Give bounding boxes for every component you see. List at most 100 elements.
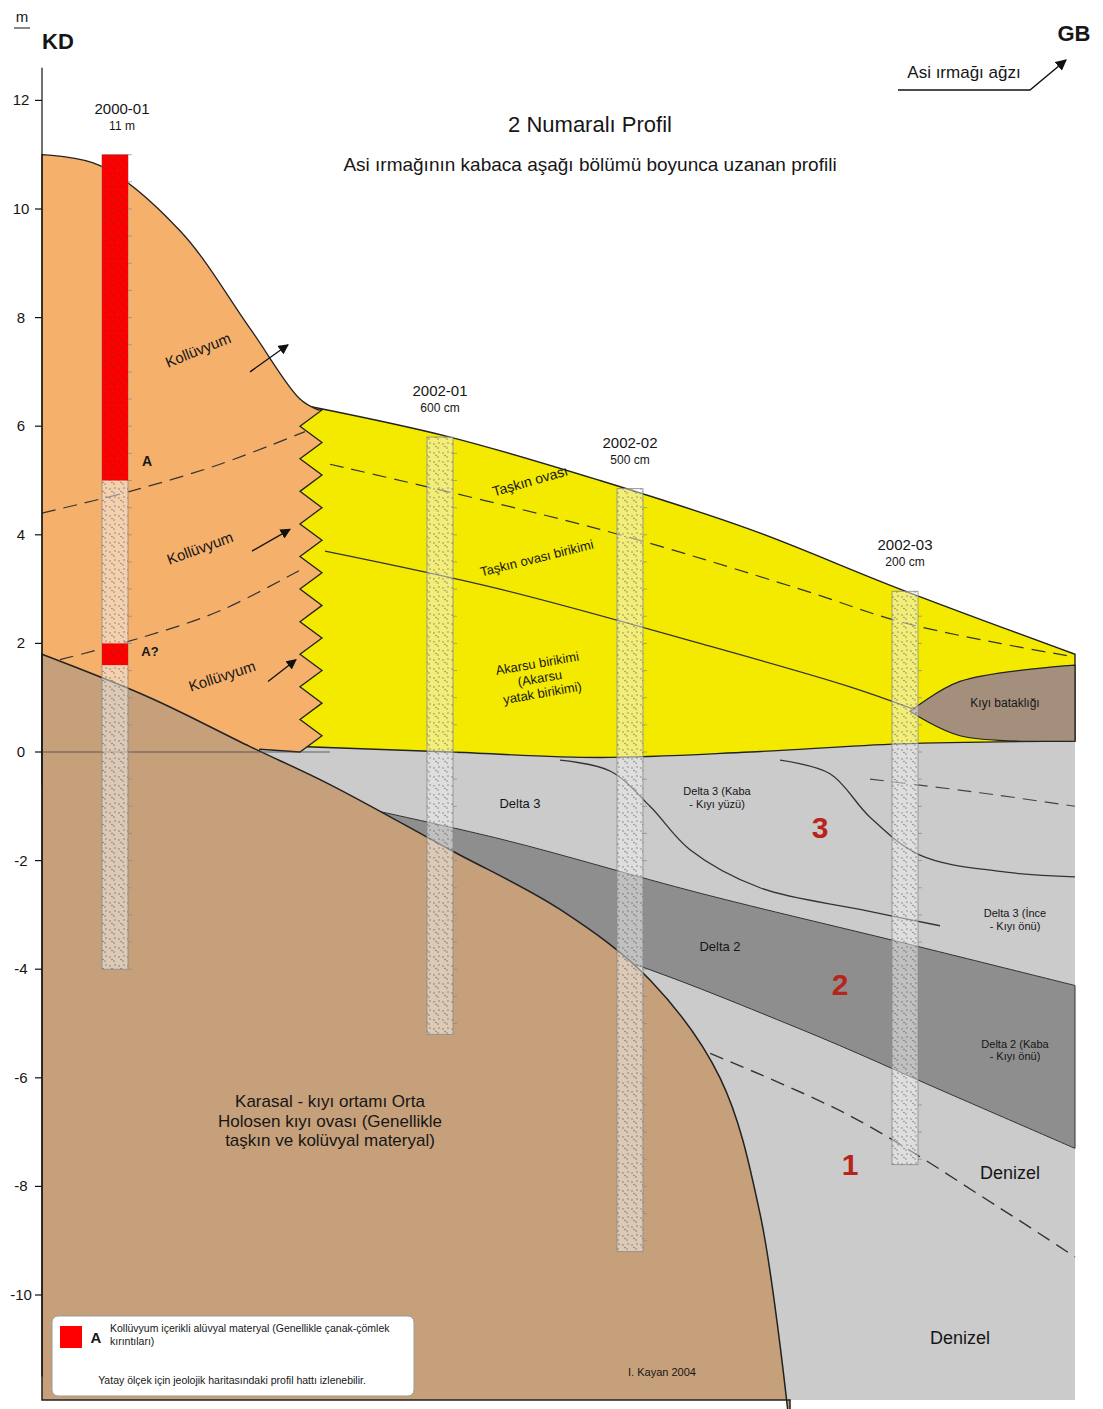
- core-tick: [643, 507, 647, 508]
- core-tick: [643, 697, 647, 698]
- unit-label: Karasal - kıyı ortamı Orta Holosen kıyı …: [210, 1092, 451, 1151]
- core-tick: [918, 1132, 922, 1133]
- axis-tick: [35, 317, 42, 318]
- flow-arrow: [252, 529, 290, 551]
- core-tick: [453, 1023, 457, 1024]
- core-tick: [643, 616, 647, 617]
- core-tick: [643, 1050, 647, 1051]
- core-tick: [918, 1023, 922, 1024]
- place-label: Asi ırmağı ağzı: [907, 63, 1020, 83]
- core-texture: [102, 155, 128, 970]
- core-tick: [643, 1159, 647, 1160]
- core-column: [617, 489, 643, 1252]
- core-tick: [453, 996, 457, 997]
- axis-tick: [35, 534, 42, 535]
- core-tick: [453, 969, 457, 970]
- axis-label: 4: [17, 526, 25, 543]
- core-tick: [128, 860, 132, 861]
- core-tick: [128, 507, 132, 508]
- core-tick: [128, 833, 132, 834]
- direction-label: GB: [1058, 21, 1091, 46]
- core-tick: [453, 480, 457, 481]
- core-tick: [643, 534, 647, 535]
- core-tick: [643, 1132, 647, 1133]
- core-column: [102, 155, 128, 970]
- axis-tick: [35, 1077, 42, 1078]
- callout-number: 3: [812, 811, 829, 846]
- axis-label: 8: [17, 309, 25, 326]
- core-tick: [453, 589, 457, 590]
- axis-tick: [35, 860, 42, 861]
- core-tick: [128, 697, 132, 698]
- core-tick: [453, 752, 457, 753]
- core-tick: [643, 643, 647, 644]
- marker-letter: A?: [141, 644, 158, 659]
- core-tick: [918, 860, 922, 861]
- unit-label: Kıyı bataklığı: [970, 697, 1039, 711]
- core-tick: [918, 942, 922, 943]
- unit-label: Delta 3: [499, 796, 540, 811]
- core-tick: [643, 589, 647, 590]
- core-tick: [453, 670, 457, 671]
- core-tick: [643, 969, 647, 970]
- core-tick: [128, 263, 132, 264]
- core-depth: 600 cm: [420, 402, 459, 416]
- axis-label: 6: [17, 418, 25, 435]
- core-tick: [128, 643, 132, 644]
- core-tick: [453, 697, 457, 698]
- delta-line: [780, 760, 1075, 877]
- core-tick: [453, 643, 457, 644]
- unit-label: Delta 2 (Kaba - Kıyı önü): [979, 1038, 1051, 1063]
- core-tick: [643, 887, 647, 888]
- core-depth: 500 cm: [610, 454, 649, 468]
- core-name: 2002-03: [877, 537, 932, 554]
- core-tick: [128, 616, 132, 617]
- core-column: [427, 437, 453, 1034]
- axis-underline: [14, 28, 30, 29]
- core-tick: [918, 806, 922, 807]
- core-tick: [918, 1104, 922, 1105]
- fluvial-unit: [300, 404, 1075, 757]
- core-tick: [128, 371, 132, 372]
- pointer-arrow: [898, 60, 1066, 90]
- core-tick: [128, 589, 132, 590]
- core-tick: [643, 1213, 647, 1214]
- marsh-wedge: [910, 665, 1075, 741]
- core-tick: [128, 209, 132, 210]
- core-texture: [892, 591, 918, 1164]
- marker-letter: A: [142, 453, 152, 469]
- core-tick: [918, 643, 922, 644]
- flow-arrow: [268, 660, 296, 682]
- legend-swatch: [60, 1326, 82, 1348]
- core-tick: [128, 236, 132, 237]
- core-tick: [643, 1240, 647, 1241]
- core-tick: [918, 779, 922, 780]
- core-tick: [918, 616, 922, 617]
- core-tick: [918, 969, 922, 970]
- core-tick: [918, 996, 922, 997]
- unit-label: Denizel: [980, 1162, 1040, 1183]
- callout-number: 2: [832, 968, 849, 1003]
- core-tick: [643, 724, 647, 725]
- axis-tick: [35, 751, 42, 752]
- core-tick: [643, 670, 647, 671]
- core-tick: [128, 426, 132, 427]
- core-tick: [453, 561, 457, 562]
- core-name: 2002-01: [412, 382, 467, 399]
- legend-note: Yatay ölçek için jeolojik haritasındaki …: [98, 1374, 366, 1386]
- legend-box: [52, 1316, 414, 1396]
- core-tick: [128, 914, 132, 915]
- axis-tick: [35, 426, 42, 427]
- axis-label: -10: [10, 1286, 32, 1303]
- legend-letter: A: [91, 1329, 102, 1346]
- core-tick: [453, 616, 457, 617]
- core-tick: [128, 534, 132, 535]
- axis-label: 0: [17, 743, 25, 760]
- core-tick: [128, 317, 132, 318]
- core-tick: [128, 806, 132, 807]
- core-tick: [128, 399, 132, 400]
- flow-arrow: [250, 345, 288, 372]
- unit-label: Delta 2: [699, 940, 740, 955]
- axis-tick: [35, 100, 42, 101]
